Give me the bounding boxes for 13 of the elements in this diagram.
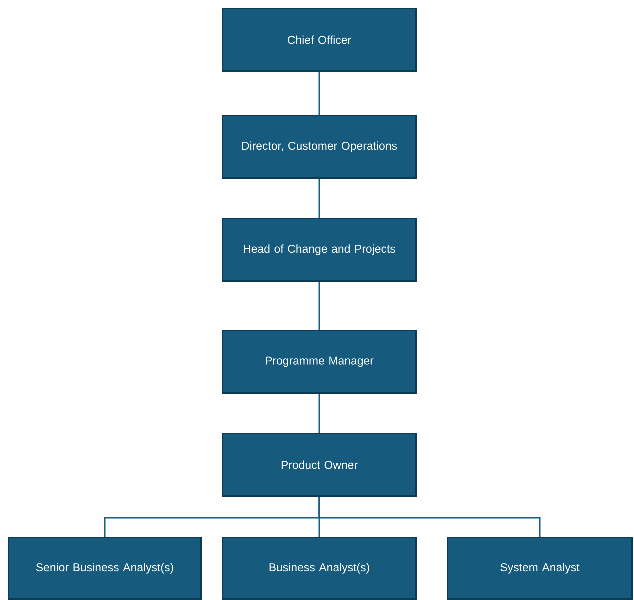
org-box: Head of Change and Projects xyxy=(222,218,417,282)
org-box: Chief Officer xyxy=(222,8,417,72)
connector-line xyxy=(318,497,541,537)
org-box: System Analyst xyxy=(447,537,633,600)
org-box: Senior Business Analyst(s) xyxy=(8,537,202,600)
connector-line xyxy=(318,394,320,433)
connector-line xyxy=(318,282,320,330)
org-box: Product Owner xyxy=(222,433,417,497)
org-box: Business Analyst(s) xyxy=(222,537,417,600)
org-box: Programme Manager xyxy=(222,330,417,394)
org-box: Director, Customer Operations xyxy=(222,115,417,179)
connector-line xyxy=(318,72,320,115)
connector-line xyxy=(318,179,320,218)
